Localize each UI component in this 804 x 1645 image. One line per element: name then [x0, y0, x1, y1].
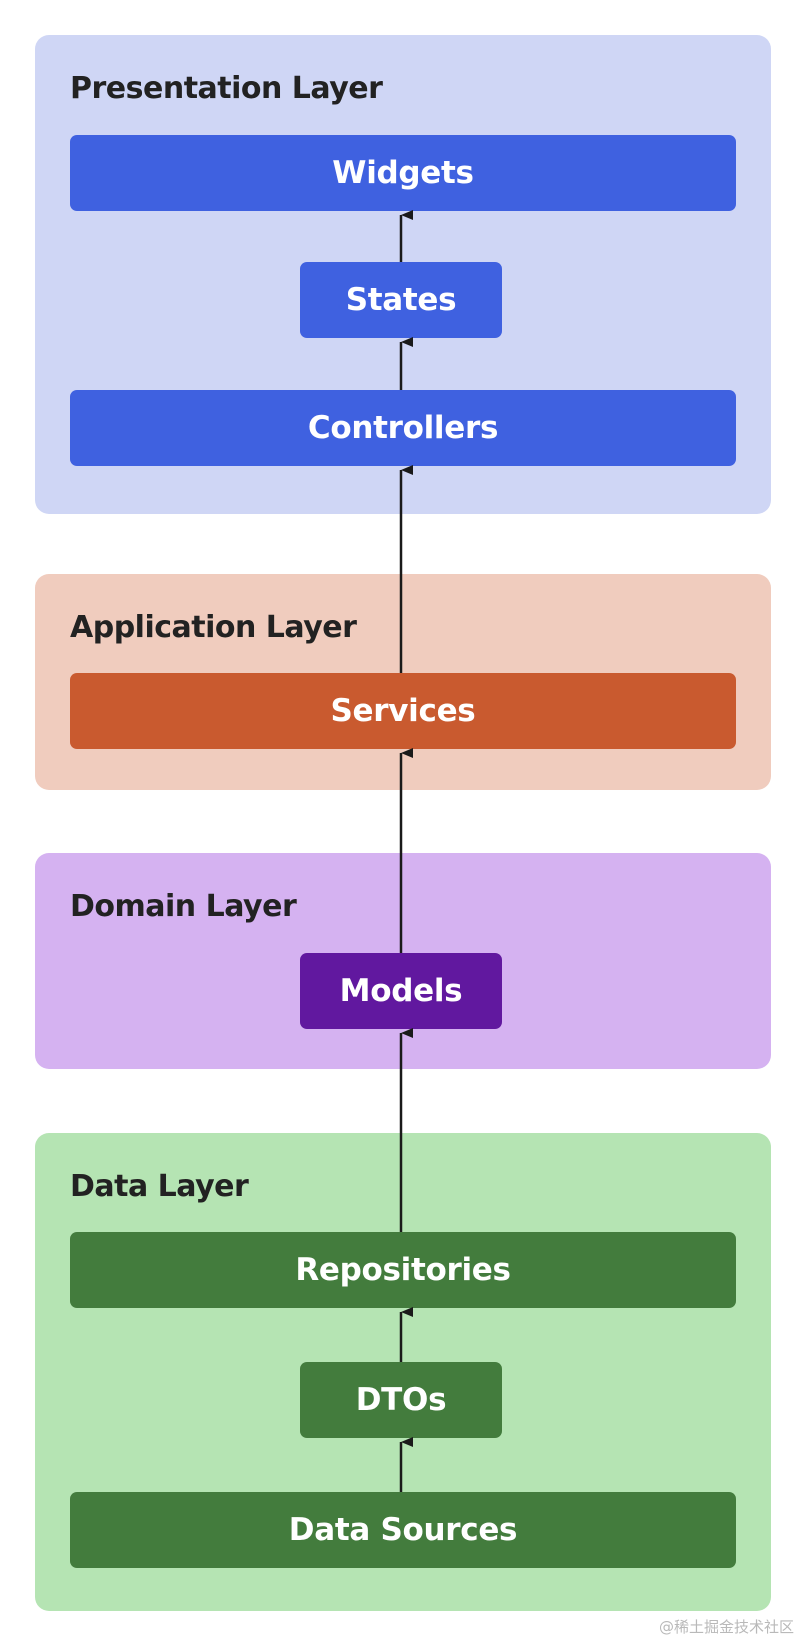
application-layer-title: Application Layer	[70, 610, 357, 645]
watermark: @稀土掘金技术社区	[658, 1618, 794, 1636]
data-sources-box: Data Sources	[70, 1492, 736, 1568]
models-box: Models	[300, 953, 502, 1029]
services-box: Services	[70, 673, 736, 749]
dtos-box: DTOs	[300, 1362, 502, 1438]
widgets-box: Widgets	[70, 135, 736, 211]
data-layer-title: Data Layer	[70, 1169, 249, 1204]
states-box: States	[300, 262, 502, 338]
presentation-layer-title: Presentation Layer	[70, 71, 383, 106]
domain-layer-title: Domain Layer	[70, 889, 297, 924]
controllers-box: Controllers	[70, 390, 736, 466]
repositories-box: Repositories	[70, 1232, 736, 1308]
